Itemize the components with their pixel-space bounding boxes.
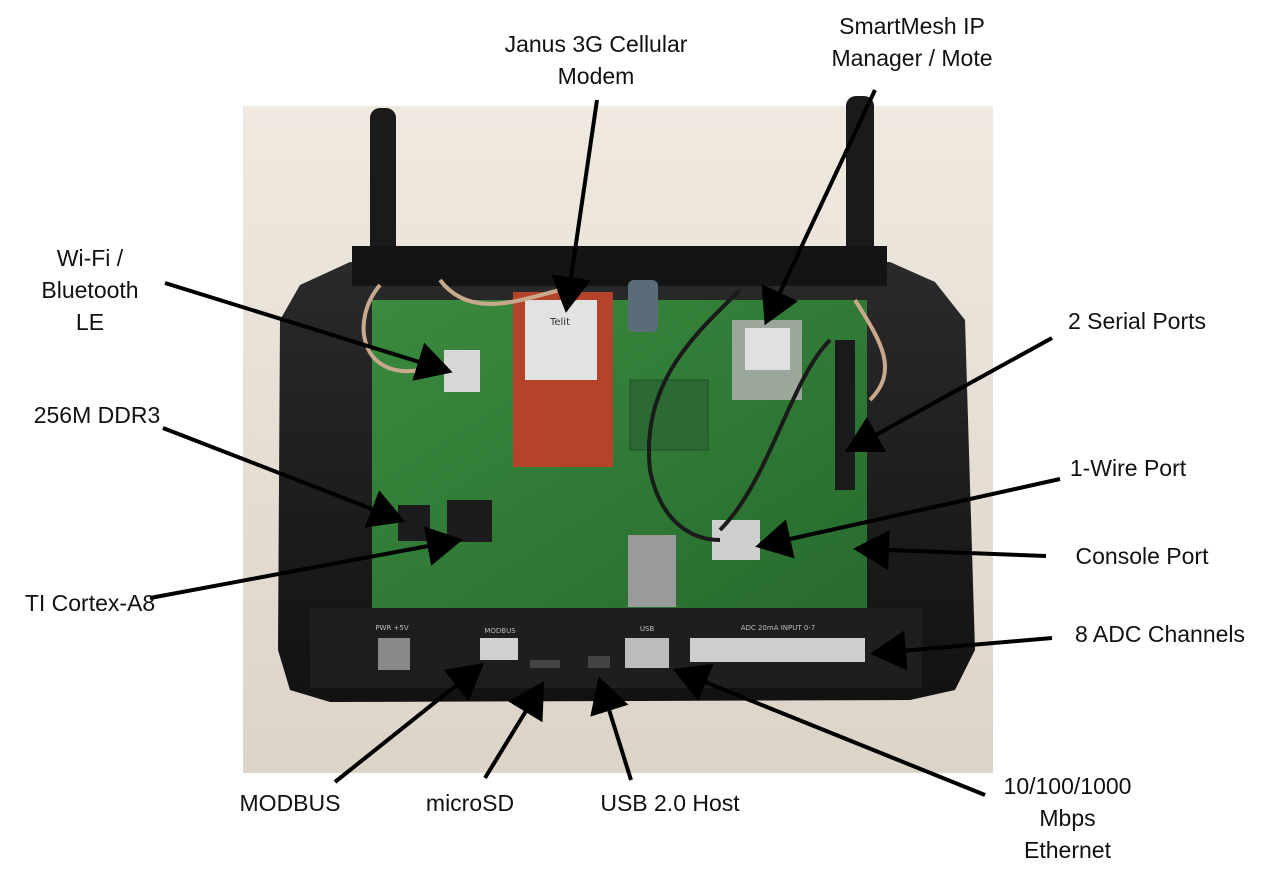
svg-text:PWR +5V: PWR +5V — [375, 624, 409, 632]
label-adc-channels: 8 ADC Channels — [1074, 621, 1246, 647]
svg-text:USB: USB — [640, 625, 655, 633]
label-modbus: MODBUS — [239, 790, 341, 816]
soc-chip — [629, 379, 709, 451]
usb-port — [588, 656, 610, 668]
adc-terminal — [690, 638, 865, 662]
label-cortex-a8: TI Cortex-A8 — [24, 590, 156, 616]
arrow-ddr — [162, 426, 406, 528]
arrow-janus — [551, 99, 599, 313]
label-onewire: 1-Wire Port — [1069, 455, 1187, 481]
ethernet-port — [625, 638, 669, 668]
arrow-modbus — [333, 663, 485, 784]
serial-headers — [835, 340, 855, 490]
arrow-wifi — [164, 281, 453, 381]
usd-slot — [530, 660, 560, 668]
modbus-connector — [480, 638, 518, 660]
arrow-onewire — [755, 477, 1061, 559]
modem-shield — [525, 300, 597, 380]
arrow-usb — [590, 676, 633, 781]
arrow-microsd — [483, 681, 545, 780]
arrow-ethernet — [672, 663, 986, 797]
label-console-port: Console Port — [1075, 543, 1209, 569]
power-jack — [378, 638, 410, 670]
modem-brand: Telit — [549, 317, 570, 328]
arrow-cortex — [149, 526, 463, 600]
svg-text:MODBUS: MODBUS — [484, 627, 516, 635]
mag-shield — [628, 535, 676, 607]
label-microsd: microSD — [425, 790, 515, 816]
svg-text:ADC 20mA INPUT 0-7: ADC 20mA INPUT 0-7 — [741, 624, 816, 632]
arrow-adc — [870, 630, 1053, 671]
label-serial-ports: 2 Serial Ports — [1067, 308, 1207, 334]
arrow-serial — [844, 336, 1053, 453]
label-usb-host: USB 2.0 Host — [600, 790, 740, 816]
arrow-smartmesh — [761, 89, 877, 326]
left-antenna — [370, 108, 396, 268]
label-ddr3: 256M DDR3 — [33, 402, 161, 428]
capacitor — [628, 280, 658, 332]
arrow-console — [853, 530, 1047, 571]
